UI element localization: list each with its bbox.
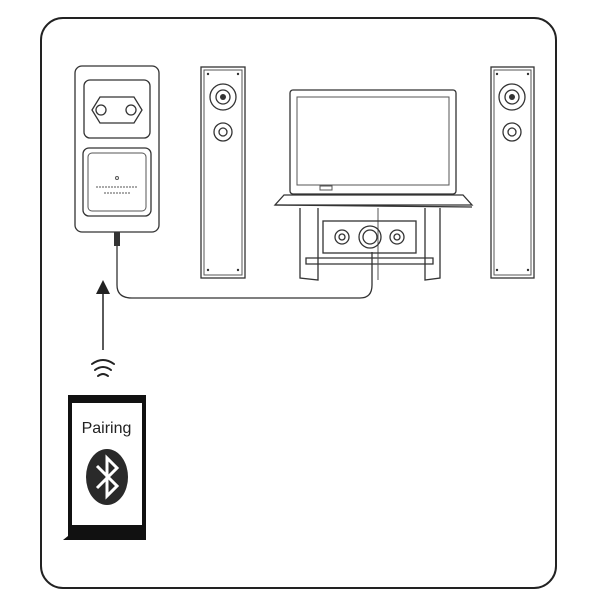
up-arrow-icon	[96, 280, 110, 350]
television	[289, 89, 457, 195]
center-speaker	[322, 220, 417, 254]
bluetooth-adapter	[74, 65, 160, 246]
left-speaker	[200, 66, 246, 279]
frame	[40, 17, 557, 589]
audio-cable	[116, 246, 373, 299]
wireless-signal-icon	[91, 359, 115, 377]
tv-stand	[273, 194, 474, 281]
right-speaker	[490, 66, 535, 279]
bluetooth-icon	[86, 449, 128, 505]
pairing-label: Pairing	[81, 420, 132, 437]
